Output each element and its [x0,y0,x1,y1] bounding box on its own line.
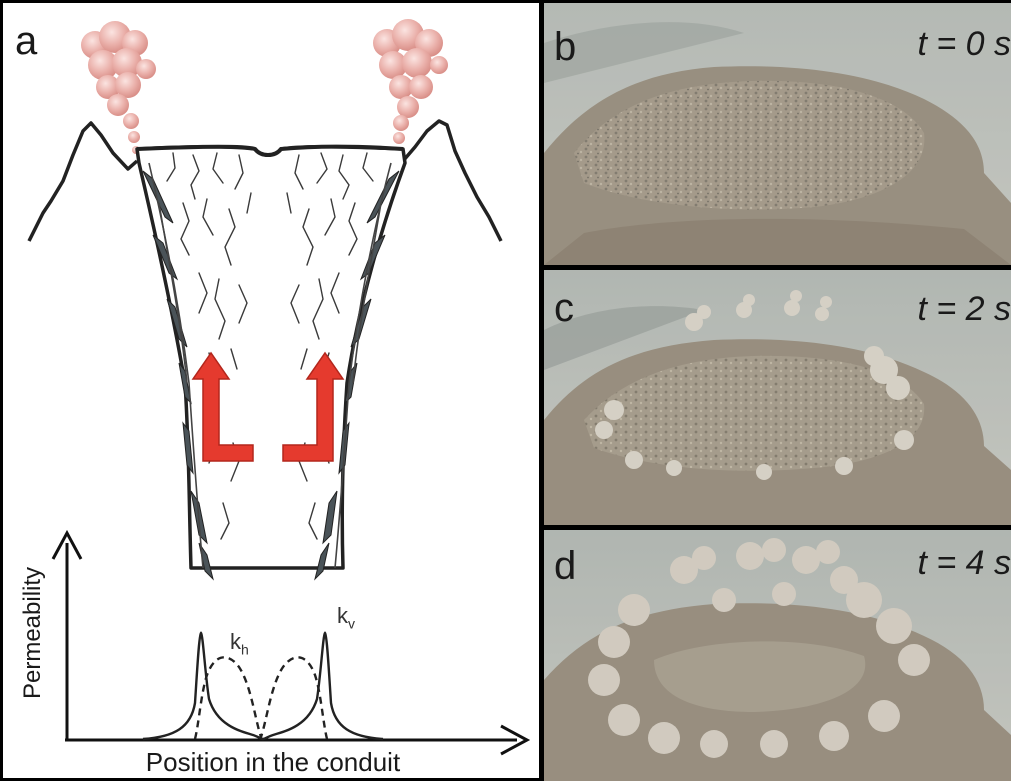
panel-c-time: t = 2 s [917,292,1011,326]
panel-b-time: t = 0 s [917,27,1011,61]
panel-c-photo: c t = 2 s [544,270,1011,525]
kh-curve [195,657,327,739]
kv-label: kv [337,605,355,630]
panel-c-letter: c [554,288,574,328]
y-axis-label: Permeability [19,567,47,699]
panel-a-conduit-diagram: a [3,3,539,778]
panel-d-time: t = 4 s [917,546,1011,580]
x-axis-label: Position in the conduit [33,747,513,778]
panel-b-letter: b [554,27,576,67]
kv-curve [143,633,383,739]
conduit-illustration [3,3,539,778]
panel-d-photo: d t = 4 s [544,530,1011,781]
conduit-body [137,147,405,568]
gas-plume-left [81,21,156,154]
panel-b-photo: b t = 0 s [544,3,1011,265]
panel-d-letter: d [554,546,576,586]
kh-label: kh [230,631,249,656]
gas-plume-right [373,19,448,155]
